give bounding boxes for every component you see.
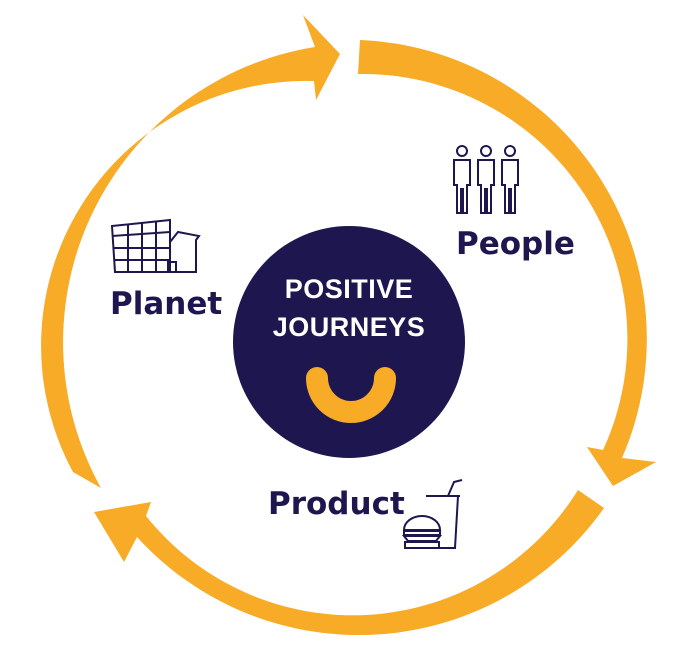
node-label-product: Product bbox=[268, 486, 405, 522]
people-icon bbox=[453, 145, 519, 214]
center-title-line-1: POSITIVE bbox=[284, 274, 414, 304]
arrow-segment-people-to-product bbox=[358, 40, 656, 486]
smile-icon bbox=[306, 367, 396, 423]
node-label-planet: Planet bbox=[110, 286, 223, 322]
building-icon bbox=[110, 218, 201, 273]
center-title-line-2: JOURNEYS bbox=[272, 312, 426, 342]
node-label-people: People bbox=[456, 226, 575, 262]
burger-drink-icon bbox=[401, 479, 463, 549]
center-circle bbox=[233, 226, 465, 458]
cycle-ring bbox=[41, 15, 656, 636]
arrow-segment-planet-to-people bbox=[41, 15, 340, 488]
arrow-segment-product-to-planet bbox=[94, 490, 604, 636]
